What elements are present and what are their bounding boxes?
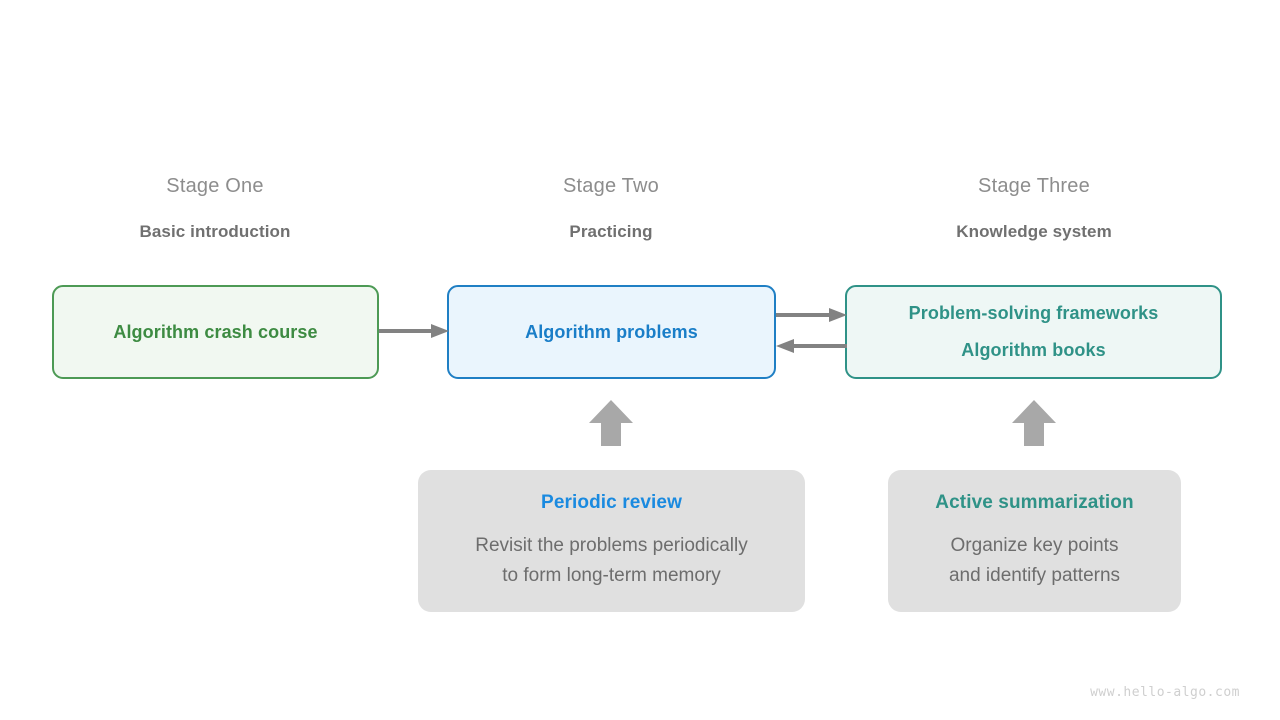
support-box-title: Active summarization	[935, 492, 1134, 513]
stage-one-title: Stage One	[166, 175, 264, 197]
arrow-right-icon-course-to-problems	[379, 321, 449, 341]
support-box-body: Revisit the problems periodically to for…	[475, 531, 747, 591]
flow-box-algorithm-problems[interactable]: Algorithm problems	[447, 285, 776, 379]
stage-header-three: Stage Three Knowledge system	[874, 174, 1194, 243]
stage-three-subtitle: Knowledge system	[956, 222, 1112, 241]
support-box-periodic-review[interactable]: Periodic review Revisit the problems per…	[418, 470, 805, 612]
arrow-left-icon-frameworks-to-problems	[776, 336, 847, 356]
stage-three-title: Stage Three	[978, 175, 1090, 197]
flow-box-label-line1: Problem-solving frameworks	[908, 303, 1159, 323]
stage-header-one: Stage One Basic introduction	[55, 174, 375, 243]
support-box-body-line1: Organize key points	[950, 535, 1119, 556]
flow-box-label: Algorithm crash course	[113, 321, 318, 342]
flow-box-algorithm-crash-course[interactable]: Algorithm crash course	[52, 285, 379, 379]
stage-two-title: Stage Two	[563, 175, 659, 197]
support-box-active-summarization[interactable]: Active summarization Organize key points…	[888, 470, 1181, 612]
flow-box-problem-solving-frameworks[interactable]: Problem-solving frameworks Algorithm boo…	[845, 285, 1222, 379]
flow-box-label-line2: Algorithm books	[961, 340, 1106, 360]
support-box-title: Periodic review	[541, 492, 682, 513]
support-box-body-line2: to form long-term memory	[502, 565, 721, 586]
support-box-body-line1: Revisit the problems periodically	[475, 535, 748, 556]
arrow-up-icon-periodic-review	[589, 400, 633, 446]
arrow-right-icon-problems-to-frameworks	[776, 305, 847, 325]
watermark-url: www.hello-algo.com	[1090, 685, 1240, 700]
stage-header-two: Stage Two Practicing	[451, 174, 771, 243]
support-box-body: Organize key points and identify pattern…	[949, 531, 1120, 591]
stage-one-subtitle: Basic introduction	[139, 222, 291, 241]
flow-box-label: Algorithm problems	[525, 321, 698, 342]
support-box-body-line2: and identify patterns	[948, 565, 1121, 586]
arrow-up-icon-active-summarization	[1012, 400, 1056, 446]
stage-two-subtitle: Practicing	[569, 222, 653, 241]
